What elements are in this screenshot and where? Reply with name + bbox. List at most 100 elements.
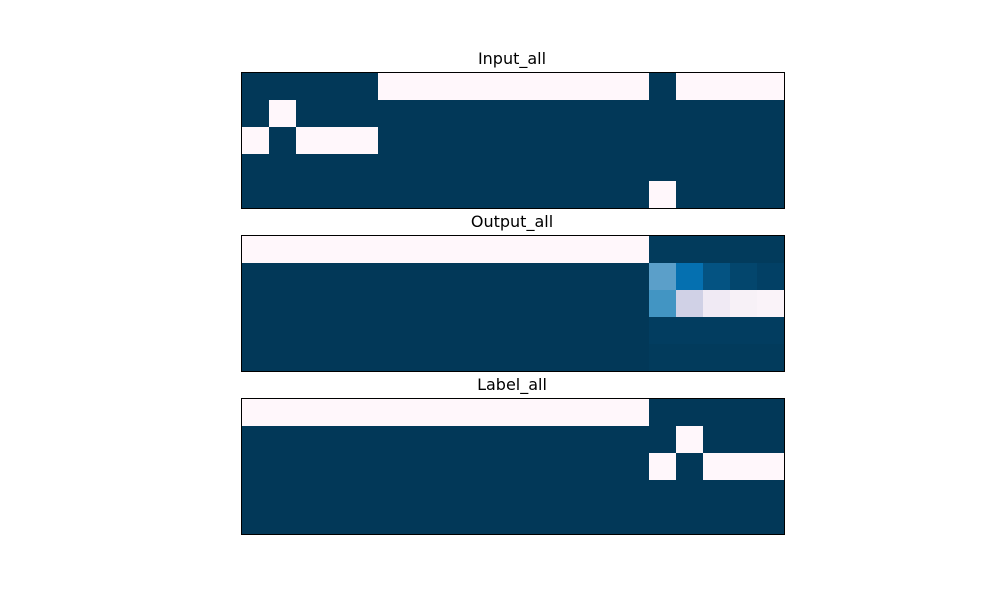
- heatmap-cell-r4-c7: [432, 507, 460, 535]
- heatmap-cell-r1-c15: [649, 100, 677, 128]
- heatmap-cell-r2-c14: [621, 453, 650, 481]
- heatmap-cell-r3-c17: [703, 317, 731, 345]
- heatmap-cell-r4-c6: [405, 344, 433, 372]
- heatmap-cell-r3-c0: [242, 317, 270, 345]
- heatmap-cell-r2-c18: [730, 453, 758, 481]
- heatmap-cell-r1-c5: [378, 263, 406, 291]
- heatmap-cell-r3-c11: [540, 154, 568, 182]
- heatmap-cell-r4-c15: [649, 181, 677, 209]
- heatmap-cell-r2-c19: [757, 290, 785, 318]
- heatmap-cell-r1-c9: [486, 100, 514, 128]
- heatmap-cell-r1-c8: [459, 263, 487, 291]
- heatmap-cell-r3-c6: [405, 480, 433, 508]
- heatmap-cell-r4-c12: [567, 181, 595, 209]
- heatmap-cell-r2-c12: [567, 290, 595, 318]
- heatmap-cell-r4-c0: [242, 507, 270, 535]
- heatmap-cell-r1-c11: [540, 100, 568, 128]
- heatmap-cell-r2-c10: [513, 290, 541, 318]
- heatmap-cell-r2-c8: [459, 290, 487, 318]
- heatmap-cell-r2-c14: [621, 290, 650, 318]
- heatmap-cell-r1-c19: [757, 100, 785, 128]
- heatmap-cell-r0-c16: [676, 236, 704, 264]
- heatmap-cell-r1-c15: [649, 426, 677, 454]
- heatmap-cell-r4-c12: [567, 344, 595, 372]
- heatmap-cell-r2-c2: [296, 453, 324, 481]
- heatmap-cell-r0-c3: [323, 399, 351, 427]
- heatmap-cell-r4-c7: [432, 344, 460, 372]
- heatmap-cell-r2-c13: [594, 127, 622, 155]
- heatmap-cell-r0-c13: [594, 236, 622, 264]
- heatmap-cell-r3-c1: [269, 317, 297, 345]
- heatmap-cell-r1-c3: [323, 426, 351, 454]
- heatmap-cell-r2-c10: [513, 127, 541, 155]
- heatmap-cell-r4-c17: [703, 181, 731, 209]
- heatmap-cell-r0-c15: [649, 236, 677, 264]
- heatmap-cell-r4-c8: [459, 507, 487, 535]
- heatmap-cell-r2-c19: [757, 453, 785, 481]
- heatmap-cell-r3-c14: [621, 480, 650, 508]
- heatmap-cell-r2-c17: [703, 127, 731, 155]
- heatmap-cell-r0-c3: [323, 236, 351, 264]
- heatmap-cell-r3-c13: [594, 154, 622, 182]
- heatmap-cell-r2-c0: [242, 290, 270, 318]
- heatmap-cell-r3-c12: [567, 154, 595, 182]
- heatmap-cell-r2-c16: [676, 127, 704, 155]
- heatmap-cell-r2-c6: [405, 453, 433, 481]
- heatmap-cell-r2-c5: [378, 453, 406, 481]
- heatmap-cell-r0-c1: [269, 236, 297, 264]
- heatmap-cell-r2-c13: [594, 290, 622, 318]
- heatmap-cell-r2-c14: [621, 127, 650, 155]
- heatmap-cell-r1-c6: [405, 426, 433, 454]
- heatmap-cell-r4-c11: [540, 344, 568, 372]
- heatmap-cell-r4-c10: [513, 507, 541, 535]
- heatmap-cell-r4-c8: [459, 344, 487, 372]
- heatmap-cell-r2-c2: [296, 127, 324, 155]
- heatmap-cells-output-all: [242, 236, 785, 372]
- heatmap-cell-r3-c17: [703, 480, 731, 508]
- heatmap-cell-r1-c1: [269, 263, 297, 291]
- heatmap-cell-r4-c3: [323, 507, 351, 535]
- heatmap-cell-r1-c17: [703, 100, 731, 128]
- heatmap-cell-r0-c3: [323, 73, 351, 101]
- heatmap-cell-r4-c13: [594, 344, 622, 372]
- heatmap-cell-r1-c14: [621, 263, 650, 291]
- heatmap-cell-r1-c18: [730, 263, 758, 291]
- heatmap-cell-r0-c11: [540, 73, 568, 101]
- heatmap-cell-r3-c16: [676, 154, 704, 182]
- heatmap-cell-r1-c6: [405, 100, 433, 128]
- heatmap-cell-r4-c8: [459, 181, 487, 209]
- heatmap-cell-r1-c11: [540, 263, 568, 291]
- heatmap-cell-r1-c0: [242, 426, 270, 454]
- heatmap-cell-r3-c6: [405, 154, 433, 182]
- heatmap-cell-r0-c2: [296, 236, 324, 264]
- heatmap-cell-r3-c4: [350, 480, 379, 508]
- heatmap-cell-r4-c18: [730, 507, 758, 535]
- heatmap-cell-r4-c16: [676, 507, 704, 535]
- heatmap-cell-r3-c2: [296, 480, 324, 508]
- heatmap-cell-r1-c2: [296, 100, 324, 128]
- heatmap-cell-r1-c8: [459, 100, 487, 128]
- heatmap-cell-r0-c14: [621, 73, 650, 101]
- heatmap-cell-r0-c10: [513, 73, 541, 101]
- heatmap-cell-r2-c1: [269, 453, 297, 481]
- heatmap-cell-r4-c16: [676, 344, 704, 372]
- heatmap-cell-r2-c5: [378, 290, 406, 318]
- heatmap-cell-r0-c10: [513, 399, 541, 427]
- heatmap-cell-r2-c3: [323, 453, 351, 481]
- heatmap-cell-r2-c9: [486, 127, 514, 155]
- heatmap-cell-r2-c3: [323, 290, 351, 318]
- heatmap-cell-r3-c14: [621, 154, 650, 182]
- heatmap-cell-r3-c4: [350, 317, 379, 345]
- heatmap-cell-r4-c10: [513, 181, 541, 209]
- heatmap-cell-r1-c7: [432, 426, 460, 454]
- heatmap-cell-r2-c7: [432, 453, 460, 481]
- heatmap-cell-r1-c7: [432, 100, 460, 128]
- heatmap-cell-r2-c4: [350, 290, 379, 318]
- heatmap-cell-r1-c1: [269, 100, 297, 128]
- heatmap-cell-r0-c13: [594, 399, 622, 427]
- heatmap-cell-r1-c1: [269, 426, 297, 454]
- heatmap-cell-r3-c11: [540, 480, 568, 508]
- heatmap-cell-r0-c4: [350, 73, 379, 101]
- heatmap-cell-r4-c1: [269, 507, 297, 535]
